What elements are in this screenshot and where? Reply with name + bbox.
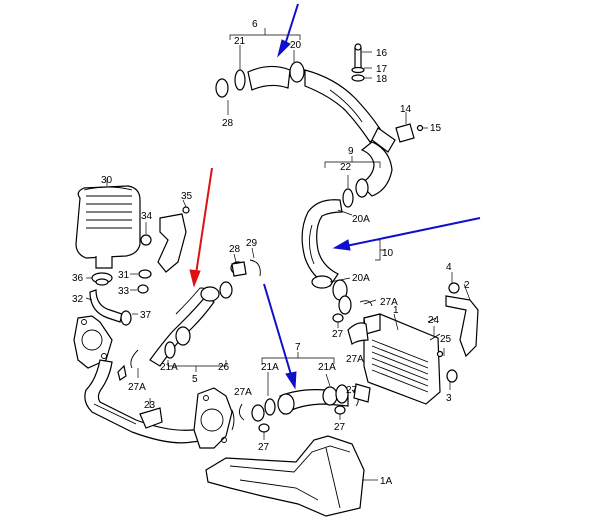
callout-5: 5 <box>192 374 198 385</box>
callout-16: 16 <box>376 48 388 59</box>
callout-9: 9 <box>348 146 354 157</box>
callout-15: 15 <box>430 123 442 134</box>
resonator-assembly <box>75 178 190 326</box>
air-duct-1A <box>205 435 378 517</box>
callout-35: 35 <box>181 191 193 202</box>
callout-28-mid: 28 <box>229 244 241 255</box>
blue-arrow-lower <box>263 283 297 390</box>
callout-22: 22 <box>340 162 352 173</box>
callout-1: 1 <box>393 305 399 316</box>
callout-20A-low: 20A <box>352 273 370 284</box>
callout-21A-low2: 21A <box>318 362 336 373</box>
callout-21A-low: 21A <box>261 362 279 373</box>
callout-24: 24 <box>428 315 440 326</box>
callout-labels: 6 21 20 28 16 17 18 14 15 9 22 20A 10 20… <box>72 19 470 487</box>
callout-26: 26 <box>218 362 230 373</box>
intercooler-assembly <box>332 272 479 405</box>
flange-lower <box>193 387 233 449</box>
callout-27A-bot: 27A <box>234 387 252 398</box>
callout-14: 14 <box>400 104 412 115</box>
callout-28: 28 <box>222 118 234 129</box>
hose-elbow-top <box>247 65 291 91</box>
lower-hose-assembly <box>193 352 359 449</box>
hose-32 <box>89 289 123 323</box>
callout-25: 25 <box>440 334 452 345</box>
blue-arrow-top <box>277 3 299 58</box>
bracket <box>157 213 187 273</box>
callout-27-bot2: 27 <box>334 422 346 433</box>
callout-33: 33 <box>118 286 130 297</box>
middle-hose-assembly <box>301 141 393 315</box>
callout-31: 31 <box>118 270 130 281</box>
callout-32: 32 <box>72 294 84 305</box>
callout-17: 17 <box>376 64 388 75</box>
callout-27A-left: 27A <box>128 382 146 393</box>
top-hose-assembly <box>215 28 428 153</box>
callout-27-bot: 27 <box>258 442 270 453</box>
ring-21-top <box>234 69 246 91</box>
callout-27-low: 27 <box>346 385 358 396</box>
hose-10 <box>301 199 343 287</box>
callout-4: 4 <box>446 262 452 273</box>
callout-7: 7 <box>295 342 301 353</box>
callout-1A: 1A <box>380 476 393 487</box>
flange-left <box>73 315 113 369</box>
callout-2: 2 <box>464 280 470 291</box>
left-pipe-assembly <box>73 247 261 444</box>
callout-6: 6 <box>252 19 258 30</box>
callout-23: 23 <box>144 400 156 411</box>
bracket-2 <box>445 295 479 358</box>
pipe-top <box>304 69 383 143</box>
callout-36: 36 <box>72 273 84 284</box>
callout-30: 30 <box>101 175 113 186</box>
red-arrow <box>189 167 213 288</box>
callout-20A-mid: 20A <box>352 214 370 225</box>
callout-37: 37 <box>140 310 152 321</box>
callout-3: 3 <box>446 393 452 404</box>
callout-21A-left: 21A <box>160 362 178 373</box>
callout-34: 34 <box>141 211 153 222</box>
resonator-30 <box>75 185 141 259</box>
callout-27A-top: 27A <box>380 297 398 308</box>
duct-1A <box>205 435 365 517</box>
callout-20: 20 <box>290 40 302 51</box>
indicator-arrows <box>189 3 481 390</box>
clamp-28-top <box>215 78 229 98</box>
callout-21: 21 <box>234 36 246 47</box>
callout-18: 18 <box>376 74 388 85</box>
callout-27A-low: 27A <box>346 354 364 365</box>
blue-arrow-right <box>332 217 481 251</box>
callout-10: 10 <box>382 248 394 259</box>
callout-29: 29 <box>246 238 258 249</box>
intercooler-1 <box>363 313 441 405</box>
callout-27-mid: 27 <box>332 329 344 340</box>
clamp-20-top <box>289 61 305 83</box>
